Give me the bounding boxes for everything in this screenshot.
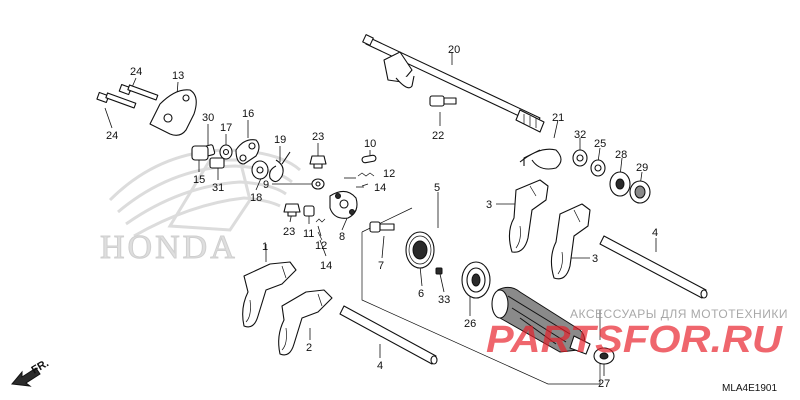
bearing-28	[609, 171, 631, 197]
shift-fork-2	[278, 289, 333, 356]
bolt-24-lower	[96, 91, 137, 109]
spring-12-upper	[357, 172, 375, 177]
fork-shaft-4-left	[339, 305, 437, 365]
honda-watermark-text: HONDA	[100, 229, 238, 266]
parts	[96, 34, 708, 365]
callout-4a: 4	[652, 227, 658, 239]
callout-27: 27	[598, 378, 610, 390]
callout-24a: 24	[130, 66, 142, 78]
shift-fork-1	[242, 261, 297, 328]
callout-24b: 24	[106, 130, 118, 142]
bearing-6	[405, 231, 435, 269]
bolt-22	[429, 95, 457, 107]
callout-5: 5	[434, 182, 440, 194]
stopper-arm-16	[235, 139, 260, 165]
callout-20: 20	[448, 44, 460, 56]
callout-18: 18	[250, 192, 262, 204]
front-direction-label: FR.	[30, 357, 51, 376]
pin-10	[361, 154, 377, 164]
callout-22: 22	[432, 130, 444, 142]
callout-numbers: 24 24 13 30 17 16 15 31 18 19 23 9 10 12…	[106, 44, 658, 390]
shift-shaft-20	[362, 34, 545, 133]
shift-drum	[491, 286, 591, 355]
callout-2: 2	[306, 342, 312, 354]
bearing-27	[593, 347, 615, 365]
callout-28: 28	[615, 149, 627, 161]
bolt-7	[369, 221, 395, 233]
honda-watermark: HONDA	[100, 148, 302, 267]
callout-19: 19	[274, 134, 286, 146]
callout-33: 33	[438, 294, 450, 306]
shift-fork-3-lower	[550, 203, 591, 280]
callout-21: 21	[552, 112, 564, 124]
fork-shaft-4-right	[599, 235, 707, 299]
front-arrow-icon	[11, 367, 41, 387]
bolt-23-lower	[283, 203, 301, 213]
callout-6: 6	[418, 288, 424, 300]
callout-1: 1	[262, 241, 268, 253]
callout-3a: 3	[486, 199, 492, 211]
callout-13: 13	[172, 70, 184, 82]
callout-12b: 12	[315, 240, 327, 252]
callout-4b: 4	[377, 360, 383, 372]
bolt-23-upper	[309, 155, 327, 165]
callout-32: 32	[574, 129, 586, 141]
shift-fork-3-upper	[508, 179, 549, 253]
bolt-31	[209, 157, 225, 169]
honda-wing-logo	[108, 148, 302, 238]
shop-watermark: АКСЕССУАРЫ ДЛЯ МОТОТЕХНИКИ PARTSFOR.RU	[486, 307, 788, 361]
collar-11	[303, 205, 315, 217]
pin-14-upper	[361, 183, 369, 187]
callout-16: 16	[242, 108, 254, 120]
callout-30: 30	[202, 112, 214, 124]
diagram-code: MLA4E1901	[722, 383, 777, 394]
front-direction-indicator: FR.	[11, 357, 51, 387]
bolt-24-upper	[118, 83, 159, 101]
callout-12a: 12	[383, 168, 395, 180]
pin-14-lower	[317, 231, 323, 241]
callout-8: 8	[339, 231, 345, 243]
oil-seal-29	[629, 180, 651, 204]
spring-19	[269, 151, 291, 183]
callout-25: 25	[594, 138, 606, 150]
callout-29: 29	[636, 162, 648, 174]
return-spring-21	[519, 148, 562, 170]
shop-watermark-logo: PARTSFOR.RU	[486, 319, 784, 361]
callout-23a: 23	[312, 131, 324, 143]
bearing-26	[461, 261, 491, 299]
callout-17: 17	[220, 122, 232, 134]
callout-9: 9	[263, 179, 269, 191]
collar-15	[191, 145, 209, 161]
callout-26: 26	[464, 318, 476, 330]
callout-15: 15	[193, 174, 205, 186]
callout-3b: 3	[592, 253, 598, 265]
callout-23b: 23	[283, 226, 295, 238]
shop-watermark-tagline: АКСЕССУАРЫ ДЛЯ МОТОТЕХНИКИ	[570, 307, 788, 321]
callout-14a: 14	[374, 182, 386, 194]
callout-31: 31	[212, 182, 224, 194]
callout-14b: 14	[320, 260, 332, 272]
callout-7: 7	[378, 260, 384, 272]
pin-33	[435, 267, 443, 275]
callout-10: 10	[364, 138, 376, 150]
callout-11: 11	[303, 228, 314, 240]
spring-12-lower	[315, 218, 326, 223]
